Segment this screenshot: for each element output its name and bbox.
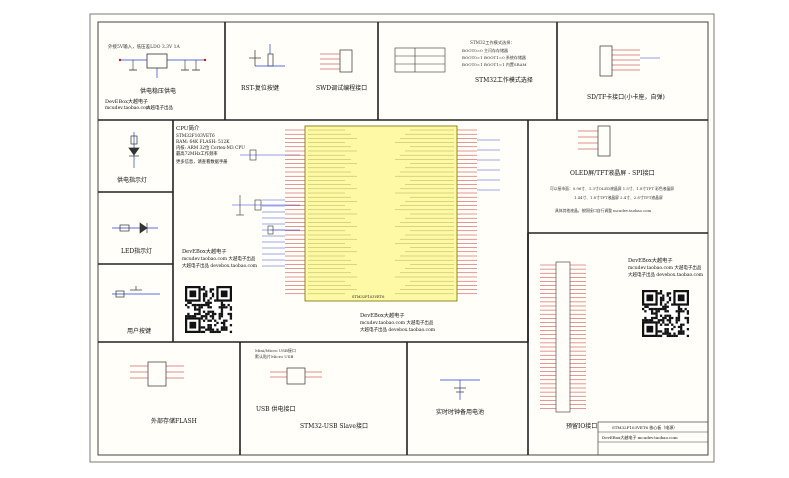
center-brand-shop: 大越电子出品 devebox.taobao.com: [182, 262, 258, 269]
right-brand-name: DevEBox大越电子: [628, 256, 673, 264]
mcu-pins-right: [457, 129, 500, 295]
mid-brand: DevEBox大越电子 mcudev.taobao.com 大越电子出品 大越电…: [360, 311, 436, 333]
usb-power-section: Mini/Micro USB接口 默认贴片Micro USB USB 供电接口 …: [255, 347, 368, 430]
oled-section: OLED屏/TFT液晶屏 - SPI接口 可以接市面：0.96寸、1.3寸OLE…: [550, 125, 674, 213]
oled-line-3: 具体其他液晶，按照接口自行调整 mcudev.taobao.com: [555, 208, 652, 213]
usb-slave-title: STM32-USB Slave接口: [300, 422, 368, 430]
rtc-title: 实时时钟备用电池: [436, 408, 484, 416]
cpu-core: 内核: ARM 32位 Cortex-M3 CPU: [176, 144, 245, 151]
flash-title: 外部存储FLASH: [151, 417, 197, 425]
mid-brand-shop: 大越电子出品 devebox.taobao.com: [360, 326, 436, 333]
right-brand-shop: 大越电子出品 devebox.taobao.com: [628, 271, 704, 278]
mcu-label: STM32F103VET6: [352, 295, 385, 299]
mcu-pins-left: [262, 129, 305, 295]
io-title: 预留IO接口: [566, 422, 597, 430]
boot-line-2: BOOT0=1 BOOT1=0 系统存储器: [462, 54, 526, 60]
oled-line-1: 可以接市面：0.96寸、1.3寸OLED液晶屏 1.5寸、1.8寸TFT 彩色液…: [550, 186, 674, 191]
reset-title: RST-复位按键: [241, 84, 279, 92]
usb-note-2: 默认贴片Micro USB: [255, 353, 293, 359]
key-section: 用户按键: [112, 286, 160, 335]
ldo-regulator: [118, 53, 207, 78]
power-url: mcudev.taobao.com: [105, 105, 151, 111]
power-note: 外接5V输入，低压差LDO 3.3V 1A: [108, 43, 181, 50]
cpu-spec: RAM: 64K FLASH: 512K: [176, 140, 230, 145]
led-power-section: 供电指示灯: [117, 132, 147, 184]
power-brand: DevEBox大越电子: [105, 98, 148, 105]
boot-line-1: BOOT0=0 主闪存存储器: [462, 47, 508, 53]
center-brand-url: mcudev.taobao.com 大越电子出品: [182, 255, 256, 262]
mcu-pin-labels: [308, 129, 454, 294]
sheet-border-inner: [97, 21, 709, 456]
center-brand-name: DevEBox大越电子: [182, 247, 227, 255]
boot-title: STM32工作模式选择: [475, 76, 533, 84]
power-section: 外接5V输入，低压差LDO 3.3V 1A 供电稳压供电 DevEBox大越电子…: [105, 43, 207, 111]
title-block: STM32F103VET6 核心板（电源） DevEBox大越电子 mcudev…: [597, 421, 709, 456]
mcu-body: [304, 125, 458, 302]
cpu-freq: 最高72MHz工作频率: [176, 150, 218, 157]
usb-note-1: Mini/Micro USB接口: [255, 347, 296, 353]
mcu-chip: STM32F103VET6: [262, 125, 500, 302]
right-brand: DevEBox大越电子 mcudev.taobao.com 大越电子出品 大越电…: [628, 256, 704, 278]
boot-note: STM32工作模式选择：: [470, 39, 515, 46]
power-title: 供电稳压供电: [140, 87, 176, 95]
usb-power-title: USB 供电接口: [256, 405, 295, 413]
section-dividers: [98, 22, 708, 455]
cpu-info: CPU简介 STM32F103VET6 RAM: 64K FLASH: 512K…: [176, 124, 245, 165]
boot-section: STM32工作模式选择： BOOT0=0 主闪存存储器 BOOT0=1 BOOT…: [394, 39, 533, 84]
qr-code-right: [642, 290, 690, 338]
boot-line-3: BOOT0=1 BOOT1=1 内置SRAM: [462, 61, 527, 67]
io-header: [540, 261, 586, 413]
cpu-note: 更多信息，请查看数据手册: [176, 158, 228, 165]
reset-section: RST-复位按键: [241, 44, 285, 92]
power-brand2: 大越电子出品: [146, 104, 173, 111]
cpu-model: STM32F103VET6: [176, 134, 215, 139]
led-power-title: 供电指示灯: [117, 176, 147, 184]
right-brand-url: mcudev.taobao.com 大越电子出品: [628, 264, 702, 271]
oled-line-2: 1.44寸、1.8寸TFT液晶屏 2.4寸、2.8寸TFT液晶屏: [574, 195, 663, 200]
title-block-line-1: STM32F103VET6 核心板（电源）: [612, 424, 677, 430]
center-brand: DevEBox大越电子 mcudev.taobao.com 大越电子出品 大越电…: [182, 247, 258, 269]
sd-section: SD/TF卡接口(小卡座，自弹): [587, 45, 665, 101]
mid-brand-url: mcudev.taobao.com 大越电子出品: [360, 319, 434, 326]
qr-code-left: [185, 286, 233, 334]
key-title: 用户按键: [127, 327, 151, 335]
title-block-line-2: DevEBox大越电子 mcudev.taobao.com: [602, 434, 678, 440]
led-section: LED指示灯: [112, 222, 158, 255]
cpu-title: CPU简介: [176, 124, 200, 132]
rtc-section: 实时时钟备用电池: [436, 379, 484, 416]
oled-title: OLED屏/TFT液晶屏 - SPI接口: [570, 169, 655, 177]
mid-brand-name: DevEBox大越电子: [360, 311, 405, 319]
flash-section: 外部存储FLASH: [130, 361, 197, 425]
swd-title: SWD调试编程接口: [316, 84, 367, 92]
led-title: LED指示灯: [121, 247, 152, 255]
swd-section: SWD调试编程接口: [316, 49, 367, 92]
sd-title: SD/TF卡接口(小卡座，自弹): [587, 93, 665, 101]
